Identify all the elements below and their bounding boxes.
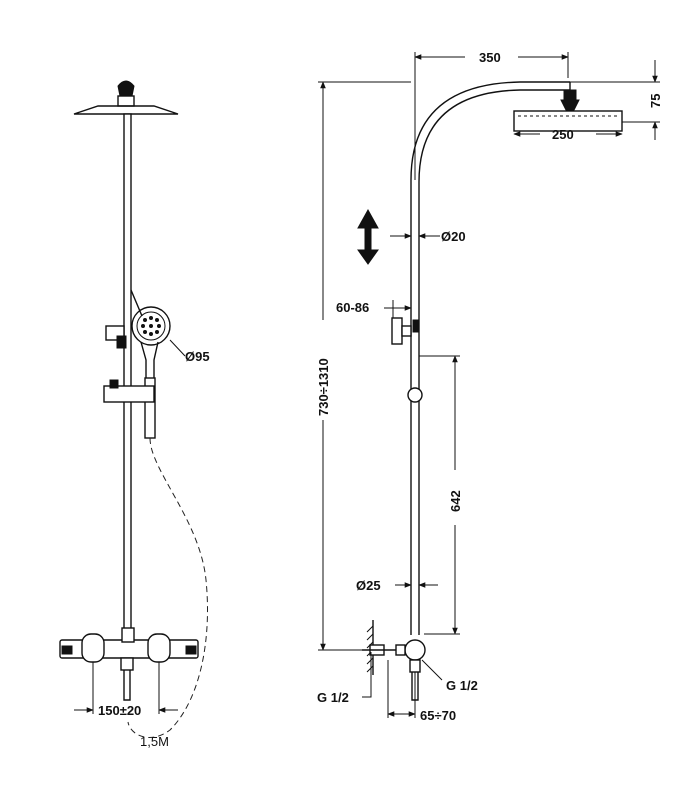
- head-dia-label: 250: [552, 127, 574, 142]
- side-slider: [407, 387, 423, 403]
- total-height-dimension: [318, 81, 411, 651]
- outlet-thread-label: G 1/2: [446, 678, 478, 693]
- total-height-label: 730÷1310: [316, 358, 331, 416]
- front-mixer-body: [59, 627, 199, 701]
- head-height-dimension: [570, 60, 660, 140]
- slide-travel-dimension: [419, 355, 460, 635]
- front-hose-path: [127, 437, 208, 738]
- side-mixer: [362, 639, 426, 701]
- arm-reach-label: 350: [479, 50, 501, 65]
- slide-travel-label: 642: [448, 490, 463, 512]
- arm-reach-dimension: [414, 52, 569, 180]
- front-hand-shower: [131, 306, 171, 439]
- side-wall-bracket: [391, 317, 420, 345]
- inlet-thread-label: G 1/2: [317, 690, 349, 705]
- front-rain-head: [73, 80, 179, 115]
- inlet-spacing-label: 150±20: [98, 703, 141, 718]
- front-view: [59, 80, 208, 738]
- outlet-thread-leader: [421, 659, 443, 681]
- upper-pipe-dia-label: Ø20: [441, 229, 466, 244]
- inlet-thread-leader: [362, 652, 372, 698]
- front-slider: [103, 379, 155, 403]
- head-height-label: 75: [648, 94, 663, 108]
- side-view: [318, 52, 660, 718]
- front-riser-pipe: [123, 113, 132, 635]
- bracket-offset-label: 60-86: [336, 300, 369, 315]
- front-hand-shower-holder: [105, 289, 143, 349]
- hand-shower-dia-leader: [169, 339, 186, 357]
- side-rain-head: [513, 89, 623, 132]
- wall-offset-label: 65÷70: [420, 708, 456, 723]
- side-riser-pipe: [410, 81, 571, 635]
- hose-length-label: 1,5M: [140, 734, 169, 749]
- lower-pipe-dia-label: Ø25: [356, 578, 381, 593]
- height-adjust-arrow: [357, 208, 379, 265]
- front-inlet-spacing-dimension: [74, 662, 178, 714]
- hand-shower-dia-label: Ø95: [185, 349, 210, 364]
- bracket-offset-dimension: [384, 300, 412, 318]
- wall-offset-dimension: [387, 660, 416, 718]
